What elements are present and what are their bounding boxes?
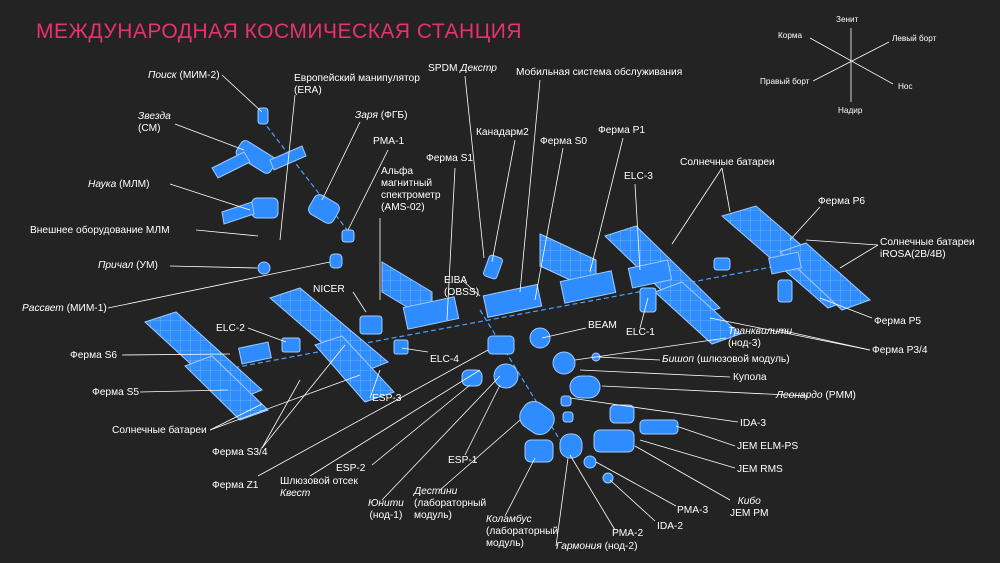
label-rassvet: Рассвет (МИМ-1) [22,303,107,314]
label-truss-s0: Ферма S0 [540,136,588,147]
label-ida2: IDA-2 [657,521,684,532]
label-solar-arrays-top: Солнечные батареи [680,157,775,168]
label-leonardo: Леонардо (PMM) [776,390,856,401]
label-eiba: EIBA(OBSS) [444,275,480,298]
direction-nose: Нос [898,82,913,91]
label-truss-p5: Ферма P5 [874,316,922,327]
russian-segment [211,107,355,275]
orientation-compass [809,28,894,102]
label-ida3: IDA-3 [740,418,767,429]
label-bishop: Бишоп (шлюзовой модуль) [662,354,790,365]
label-elc2: ELC-2 [216,323,245,334]
label-jem-elm-ps: JEM ELM-PS [737,441,799,452]
direction-stern: Корма [778,31,803,40]
label-pma1: PMA-1 [373,136,405,147]
leader-lines [107,74,879,547]
label-esp3: ESP-3 [372,393,402,404]
label-canadarm2: Канадарм2 [476,127,529,138]
solar-array-p6b [779,242,871,311]
label-spdm: SPDM Декстр [428,63,497,74]
direction-zenith: Зенит [836,15,859,24]
label-esp2: ESP-2 [336,463,366,474]
label-cupola: Купола [733,372,767,383]
label-poisk: Поиск (МИМ-2) [148,70,220,81]
label-mlm-outfitting: Внешнее оборудование МЛМ [30,225,170,236]
label-pma2: PMA-2 [612,528,644,539]
direction-starboard: Правый борт [760,77,810,86]
truss-segments [238,251,802,365]
solar-array-s5 [184,355,269,421]
label-truss-z1: Ферма Z1 [212,480,259,491]
label-truss-s6: Ферма S6 [70,350,118,361]
truss-axis [194,119,821,441]
label-mss: Мобильная система обслуживания [516,67,683,78]
label-prichal: Причал (УМ) [98,260,158,271]
label-beam: BEAM [588,320,617,331]
label-elc1: ELC-1 [626,327,655,338]
label-jem-rms: JEM RMS [737,464,783,475]
usos-modules [281,254,793,484]
label-nicer: NICER [313,284,345,295]
label-truss-s1: Ферма S1 [426,153,474,164]
label-zvezda: Звезда(СМ) [138,111,171,134]
label-era: Европейский манипулятор(ERA) [294,73,420,96]
label-nauka: Наука (МЛМ) [88,179,150,190]
label-solar-arrays-bottom: Солнечные батареи [112,425,207,436]
solar-array-p4b [654,281,741,345]
label-pma3: PMA-3 [677,505,709,516]
label-elc3: ELC-3 [624,171,653,182]
direction-port: Левый борт [892,34,937,43]
label-elc4: ELC-4 [430,354,459,365]
label-truss-p6: Ферма P6 [818,196,866,207]
label-harmony: Гармония (нод-2) [556,541,638,552]
label-truss-p1: Ферма P1 [598,125,646,136]
direction-nadir: Надир [838,106,863,115]
label-tranquility: Транквилити(нод-3) [728,326,793,349]
label-truss-p34: Ферма P3/4 [872,345,928,356]
label-esp1: ESP-1 [448,455,478,466]
label-zarya: Заря (ФГБ) [355,110,408,121]
label-truss-s34: Ферма S3/4 [212,447,268,458]
label-truss-s5: Ферма S5 [92,387,140,398]
label-unity: Юнити(нод-1) [368,498,404,521]
page-title: МЕЖДУНАРОДНАЯ КОСМИЧЕСКАЯ СТАНЦИЯ [36,20,522,43]
